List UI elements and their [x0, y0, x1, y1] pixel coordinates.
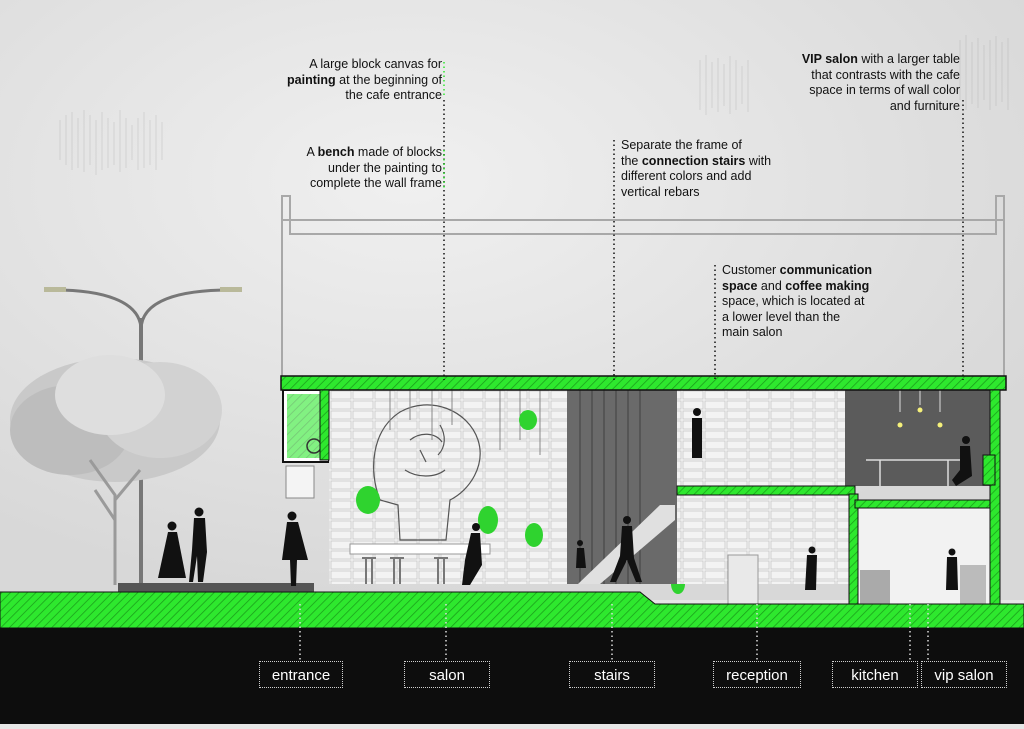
- note-text: vertical rebars: [621, 184, 700, 199]
- note-text: and: [757, 278, 786, 293]
- annotation-leaders: [443, 100, 964, 380]
- ground-base: [0, 628, 1024, 724]
- sidewalk: [118, 583, 314, 592]
- note-text: a lower level than the: [722, 309, 841, 324]
- vip-light-glow: [897, 407, 943, 428]
- note-text: with: [745, 153, 772, 168]
- note-vip-salon: VIP salon with a larger table that contr…: [770, 52, 960, 114]
- ground-slab: [0, 591, 1024, 629]
- note-bold-text: bench: [317, 145, 355, 159]
- note-text: A large block canvas for: [309, 57, 442, 71]
- note-bench: A bench made of blocks under the paintin…: [262, 145, 442, 192]
- reception-counter: [727, 554, 759, 605]
- label-reception: reception: [713, 661, 801, 688]
- note-text: that contrasts with the cafe: [811, 67, 960, 82]
- note-connection-stairs: Separate the frame of the connection sta…: [621, 138, 811, 200]
- people-inside: [462, 408, 972, 590]
- background-texture: [59, 35, 1009, 175]
- salon-stools: [362, 557, 448, 584]
- block-canvas-painting: [373, 404, 481, 541]
- note-bold-text: connection stairs: [641, 153, 746, 168]
- vip-table: [866, 459, 960, 486]
- note-text: space in terms of wall color: [809, 83, 960, 97]
- block-bench: [349, 543, 491, 555]
- note-text: under the painting to: [328, 160, 442, 175]
- note-text: the cafe entrance: [345, 88, 442, 102]
- tree: [10, 355, 222, 585]
- label-entrance: entrance: [259, 661, 343, 688]
- green-structure-frame: [280, 375, 1007, 605]
- note-text: Separate the frame of: [621, 138, 742, 152]
- note-bold-text: painting: [287, 72, 336, 87]
- note-text: at the beginning of: [335, 72, 442, 87]
- note-text: with a larger table: [857, 52, 960, 66]
- hanging-lights: [389, 390, 541, 455]
- note-text: made of blocks: [354, 145, 442, 159]
- upper-frame-outline: [281, 195, 1005, 376]
- note-bold-text: coffee making: [785, 278, 870, 293]
- reception-wall: [677, 494, 849, 584]
- label-stairs: stairs: [569, 661, 655, 688]
- people-outside: [158, 507, 308, 586]
- note-bold-text: communication: [779, 263, 873, 277]
- note-text: main salon: [722, 325, 783, 339]
- vertical-rebars: [579, 390, 641, 584]
- note-bold-text: space: [722, 278, 758, 293]
- label-vip-salon: vip salon: [921, 661, 1007, 688]
- note-text: complete the wall frame: [309, 176, 442, 190]
- label-leaders: [299, 604, 929, 660]
- note-bold-text: VIP salon: [801, 52, 858, 66]
- note-text: Customer: [722, 263, 780, 277]
- note-communication-space: Customer communication space and coffee …: [722, 263, 912, 341]
- label-kitchen: kitchen: [832, 661, 918, 688]
- note-text: space, which is located at: [722, 294, 865, 308]
- note-text: different colors and add: [621, 169, 752, 183]
- note-text: the: [621, 153, 642, 168]
- note-text: and furniture: [889, 98, 960, 113]
- label-salon: salon: [404, 661, 490, 688]
- note-painting-canvas: A large block canvas for painting at the…: [262, 57, 442, 104]
- vip-pendant-lights: [899, 390, 941, 412]
- note-text: A: [306, 145, 318, 159]
- upper-salon-wall: [677, 390, 845, 486]
